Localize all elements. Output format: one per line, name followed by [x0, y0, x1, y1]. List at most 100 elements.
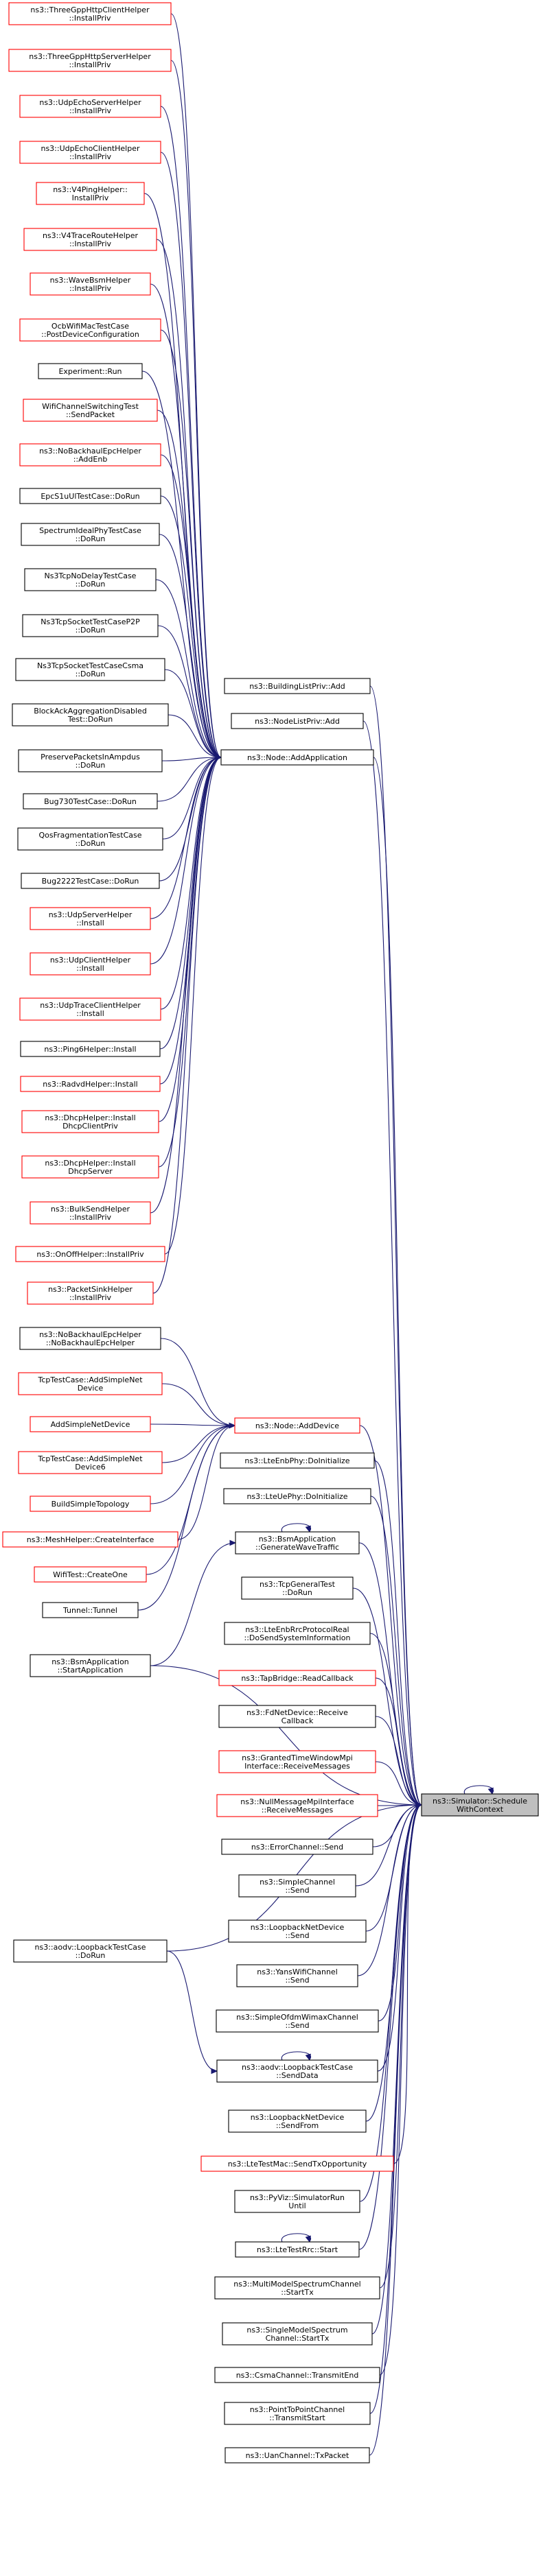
node-ns3-lteenbrrcprotocolreal-dosendsysteminformation[interactable]: ns3::LteEnbRrcProtocolReal::DoSendSystem…: [224, 1622, 371, 1645]
edge-ns3-simulator-schedulewithcontext-to-ns3-simulator-schedulewithcontext: [463, 1785, 494, 1795]
node-ns3-ltetestrrc-start[interactable]: ns3::LteTestRrc::Start: [235, 2241, 360, 2258]
node-buildsimpletopology[interactable]: BuildSimpleTopology: [30, 1496, 151, 1512]
node-ns3-threegpphttpserverhelper-installpriv[interactable]: ns3::ThreeGppHttpServerHelper::InstallPr…: [8, 49, 172, 72]
node-tcptestcase-addsimplenetdevice[interactable]: TcpTestCase::AddSimpleNetDevice: [18, 1372, 163, 1395]
node-ns3-v4traceroutehelper-installpriv[interactable]: ns3::V4TraceRouteHelper::InstallPriv: [23, 228, 157, 251]
node-ns3-ping6helper-install[interactable]: ns3::Ping6Helper::Install: [20, 1041, 161, 1057]
node-label-line: ::DoRun: [76, 839, 106, 848]
node-ns3-bulksendhelper-installpriv[interactable]: ns3::BulkSendHelper::InstallPriv: [30, 1201, 151, 1225]
node-experiment-run[interactable]: Experiment::Run: [38, 363, 143, 379]
node-ns3-loopbacknetdevice-send[interactable]: ns3::LoopbackNetDevice::Send: [228, 1919, 367, 1943]
node-box: [18, 749, 163, 772]
node-ns3-lteenbphy-doinitialize[interactable]: ns3::LteEnbPhy::DoInitialize: [220, 1452, 375, 1469]
node-label-line: ::DoRun: [76, 580, 106, 589]
node-ns3-nullmessagempiinterface-receivemessages[interactable]: ns3::NullMessageMpiInterface::ReceiveMes…: [216, 1794, 378, 1817]
node-box: [224, 2402, 371, 2425]
node-bug730testcase-dorun[interactable]: Bug730TestCase::DoRun: [23, 793, 158, 810]
node-label-line: ns3::ThreeGppHttpServerHelper: [29, 52, 151, 61]
node-ns3-uanchannel-txpacket[interactable]: ns3::UanChannel::TxPacket: [225, 2447, 370, 2463]
node-ns3-threegpphttpclienthelper-installpriv[interactable]: ns3::ThreeGppHttpClientHelper::InstallPr…: [8, 2, 172, 25]
node-ns3-pointtopointchannel-transmitstart[interactable]: ns3::PointToPointChannel::TransmitStart: [224, 2402, 371, 2425]
node-ns3-udpclienthelper-install[interactable]: ns3::UdpClientHelper::Install: [30, 952, 151, 976]
node-ns3-multimodelspectrumchannel-starttx[interactable]: ns3::MultiModelSpectrumChannel::StartTx: [214, 2276, 380, 2300]
node-layer: ns3::ThreeGppHttpClientHelper::InstallPr…: [2, 2, 539, 2463]
node-ns3-errorchannel-send[interactable]: ns3::ErrorChannel::Send: [221, 1839, 373, 1855]
node-preservepacketsinampdus-dorun[interactable]: PreservePacketsInAmpdus::DoRun: [18, 749, 163, 772]
node-ns3-buildinglistpriv-add[interactable]: ns3::BuildingListPriv::Add: [224, 678, 371, 694]
node-tunnel-tunnel[interactable]: Tunnel::Tunnel: [42, 1602, 139, 1618]
node-ns3-tcpgeneraltest-dorun[interactable]: ns3::TcpGeneralTest::DoRun: [241, 1576, 354, 1600]
node-ns3-node-adddevice[interactable]: ns3::Node::AddDevice: [234, 1417, 360, 1434]
node-ns3tcpsockettestcasep2p-dorun[interactable]: Ns3TcpSocketTestCaseP2P::DoRun: [22, 614, 159, 637]
node-box: [200, 2155, 394, 2172]
node-ns3-v4pinghelper-installpriv[interactable]: ns3::V4PingHelper::InstallPriv: [36, 182, 145, 205]
node-label-line: EpcS1uUlTestCase::DoRun: [41, 492, 139, 501]
node-ocbwifimactestcase-postdeviceconfiguration[interactable]: OcbWifiMacTestCase::PostDeviceConfigurat…: [19, 318, 161, 342]
node-addsimplenetdevice[interactable]: AddSimpleNetDevice: [30, 1416, 151, 1432]
node-ns3-lteuephy-doinitialize[interactable]: ns3::LteUePhy::DoInitialize: [223, 1488, 371, 1504]
node-qosfragmentationtestcase-dorun[interactable]: QosFragmentationTestCase::DoRun: [17, 827, 163, 851]
node-ns3-bsmapplication-generatewavetraffic[interactable]: ns3::BsmApplication::GenerateWaveTraffic: [235, 1531, 360, 1555]
node-ns3-nobackhaulepchelper-addenb[interactable]: ns3::NoBackhaulEpcHelper::AddEnb: [19, 443, 161, 466]
node-spectrumidealphytestcase-dorun[interactable]: SpectrumIdealPhyTestCase::DoRun: [21, 523, 160, 546]
edge-line: [369, 1633, 422, 1806]
node-label-line: ::InstallPriv: [69, 14, 111, 23]
node-label-line: ns3::PyViz::SimulatorRun: [250, 2193, 345, 2202]
node-ns3-simpleofdmwimaxchannel-send[interactable]: ns3::SimpleOfdmWimaxChannel::Send: [216, 2009, 379, 2033]
node-ns3-nodelistpriv-add[interactable]: ns3::NodeListPriv::Add: [231, 713, 364, 729]
edge-line: [150, 757, 222, 965]
node-epcs1ulteststestcase-dorun[interactable]: EpcS1uUlTestCase::DoRun: [19, 488, 161, 504]
edge-line: [155, 579, 222, 758]
node-label-line: ns3::UdpTraceClientHelper: [40, 1001, 141, 1010]
node-ns3-wavebsmhelper-installpriv[interactable]: ns3::WaveBsmHelper::InstallPriv: [30, 272, 151, 296]
node-ns3-udpechoclienthelper-installpriv[interactable]: ns3::UdpEchoClientHelper::InstallPriv: [19, 141, 161, 164]
node-label-line: ns3::BsmApplication: [259, 1535, 336, 1544]
node-ns3-tapbridge-readcallback[interactable]: ns3::TapBridge::ReadCallback: [218, 1670, 376, 1686]
node-ns3-onoffhelper-installpriv[interactable]: ns3::OnOffHelper::InstallPriv: [15, 1246, 165, 1262]
node-ns3-udpechoserverhelper-installpriv[interactable]: ns3::UdpEchoServerHelper::InstallPriv: [19, 95, 161, 118]
node-ns3-packetsinkhelper-installpriv[interactable]: ns3::PacketSinkHelper::InstallPriv: [27, 1281, 154, 1305]
node-label-line: Bug730TestCase::DoRun: [44, 797, 137, 806]
node-label-line: ns3::DhcpHelper::Install: [45, 1159, 135, 1168]
node-wifitest-createone[interactable]: WifiTest::CreateOne: [34, 1566, 147, 1583]
node-ns3-yanswifichannel-send[interactable]: ns3::YansWifiChannel::Send: [236, 1964, 358, 1987]
node-ns3-csmachannel-transmitend[interactable]: ns3::CsmaChannel::TransmitEnd: [214, 2367, 380, 2383]
node-box: [27, 1281, 154, 1305]
node-label-line: ns3::WaveBsmHelper: [50, 276, 131, 285]
edge-line: [281, 2051, 312, 2061]
node-ns3-node-addapplication[interactable]: ns3::Node::AddApplication: [220, 749, 374, 766]
node-ns3-loopbacknetdevice-sendfrom[interactable]: ns3::LoopbackNetDevice::SendFrom: [228, 2110, 367, 2133]
node-ns3-simplechannel-send[interactable]: ns3::SimpleChannel::Send: [238, 1874, 356, 1898]
node-box: [224, 678, 371, 694]
edge-ns3-onoffhelper-installpriv-to-ns3-node-addapplication: [164, 754, 222, 1255]
node-bug2222testcase-dorun[interactable]: Bug2222TestCase::DoRun: [21, 873, 160, 889]
node-ns3-udpserverhelper-install[interactable]: ns3::UdpServerHelper::Install: [30, 907, 151, 930]
node-label-line: SpectrumIdealPhyTestCase: [39, 526, 141, 535]
edge-line: [160, 152, 222, 758]
node-ns3-bsmapplication-startapplication[interactable]: ns3::BsmApplication::StartApplication: [30, 1654, 151, 1677]
node-ns3-nobackhaulepchelper-nobackhaulepchelper[interactable]: ns3::NoBackhaulEpcHelper::NoBackhaulEpcH…: [19, 1327, 161, 1350]
edge-line: [161, 1425, 235, 1463]
edge-ns3-tapbridge-readcallback-to-ns3-simulator-schedulewithcontext: [375, 1677, 423, 1808]
node-ns3-aodv-loopbacktestcase-dorun[interactable]: ns3::aodv::LoopbackTestCase::DoRun: [13, 1939, 168, 1963]
node-ns3-ltetestmac-sendtxopportunity[interactable]: ns3::LteTestMac::SendTxOpportunity: [200, 2155, 394, 2172]
node-ns3-meshhelper-createinterface[interactable]: ns3::MeshHelper::CreateInterface: [2, 1531, 179, 1548]
node-ns3-aodv-loopbacktestcase-senddata[interactable]: ns3::aodv::LoopbackTestCase::SendData: [216, 2059, 378, 2083]
node-wifichannelswitchingtest-sendpacket[interactable]: WifiChannelSwitchingTest::SendPacket: [23, 399, 158, 422]
node-ns3tcpsockettestcasecsma-dorun[interactable]: Ns3TcpSocketTestCaseCsma::DoRun: [15, 658, 165, 681]
node-ns3-radvdhelper-install[interactable]: ns3::RadvdHelper::Install: [20, 1076, 161, 1092]
node-ns3-grantedtimewindowmpiinterface-receivemessages[interactable]: ns3::GrantedTimeWindowMpiInterface::Rece…: [218, 1750, 376, 1773]
node-ns3tcpnodelaytestcase-dorun[interactable]: Ns3TcpNoDelayTestCase::DoRun: [24, 568, 157, 591]
node-ns3-udptraceclienthelper-install[interactable]: ns3::UdpTraceClientHelper::Install: [19, 997, 161, 1021]
node-label-line: ns3::PacketSinkHelper: [48, 1285, 133, 1294]
node-label-line: ns3::RadvdHelper::Install: [43, 1080, 137, 1089]
edge-ns3-tcpgeneraltest-dorun-to-ns3-simulator-schedulewithcontext: [352, 1587, 423, 1808]
